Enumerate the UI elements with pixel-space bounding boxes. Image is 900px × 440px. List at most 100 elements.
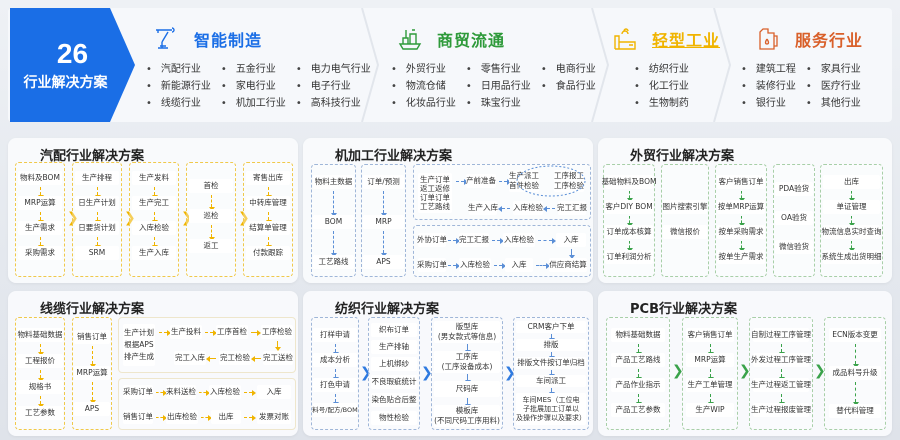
process-step[interactable]: 中转库管理 xyxy=(246,196,290,210)
process-step[interactable]: 客户销售订单 xyxy=(717,175,765,189)
panel-textile-solution[interactable]: 纺织行业解决方案 打样申请 成本分析 打色申请 料号/配方/BOM ❯ 织布订单… xyxy=(303,291,593,436)
process-step[interactable]: 工艺路线 xyxy=(313,255,354,269)
process-step[interactable]: 付款跟踪 xyxy=(246,246,290,260)
category-service-industry[interactable]: 服务行业 建筑工程 装修行业 银行业 家具行业 医疗行业 其他行业 xyxy=(735,8,890,122)
category-light-industry[interactable]: 轻型工业 纺织行业 化工行业 生物制药 xyxy=(608,8,723,122)
industry-item[interactable]: 机加工行业 xyxy=(221,94,286,111)
process-step[interactable]: 首检 xyxy=(189,179,233,193)
process-step[interactable]: 不良瑕疵统计 xyxy=(371,375,417,389)
process-step[interactable]: 采购订单 xyxy=(123,385,153,399)
process-step[interactable]: 排版 xyxy=(516,339,586,351)
industry-item[interactable]: 高科技行业 xyxy=(296,94,371,111)
process-step[interactable]: 生产发料 xyxy=(132,171,176,185)
process-step[interactable]: 入库检验 xyxy=(209,385,241,399)
industry-item[interactable]: 家电行业 xyxy=(221,77,286,94)
process-step[interactable]: 生产完工 xyxy=(132,196,176,210)
process-step[interactable]: CRM客户下单 xyxy=(516,321,586,333)
process-step[interactable]: BOM xyxy=(313,215,354,229)
process-step[interactable]: 生产派工 首件检验 xyxy=(509,170,539,192)
process-step[interactable]: 生产入库 xyxy=(132,246,176,260)
process-step-group[interactable]: 生产计划 根据APS 排产生成 xyxy=(123,324,155,366)
process-step[interactable]: 物料基础数据 xyxy=(17,328,63,342)
process-step[interactable]: 物料及BOM xyxy=(18,171,62,185)
process-step[interactable]: 规格书 xyxy=(17,380,63,394)
industry-item[interactable]: 电子行业 xyxy=(296,77,371,94)
process-step[interactable]: 产品工艺参数 xyxy=(611,403,665,417)
process-step[interactable]: 客户DIY BOM xyxy=(605,200,653,214)
process-step[interactable]: 寄售出库 xyxy=(246,171,290,185)
process-step[interactable]: 按单MRP运算 xyxy=(717,200,765,214)
process-step[interactable]: 生产排程 xyxy=(75,171,119,185)
industry-item[interactable]: 电力电气行业 xyxy=(296,60,371,77)
process-step[interactable]: 订单/预测 xyxy=(363,175,404,189)
process-step[interactable]: 出库 xyxy=(211,410,241,424)
industry-item[interactable]: 零售行业 xyxy=(466,60,531,77)
process-step[interactable]: 成本分析 xyxy=(313,353,357,367)
process-step[interactable]: 工序首检 xyxy=(216,325,248,339)
category-trade-circulation[interactable]: 商贸流通 外贸行业 物流仓储 化妆品行业 零售行业 日用品行业 珠宝行业 电商行… xyxy=(385,8,600,122)
process-step[interactable]: 生产WIP xyxy=(686,403,734,417)
process-step[interactable]: 销售订单 xyxy=(74,330,110,344)
process-step[interactable]: 物流信息实时查询 xyxy=(822,225,882,239)
process-step[interactable]: 工序库 (工序设备成本) xyxy=(434,351,500,373)
industry-item[interactable]: 建筑工程 xyxy=(741,60,796,77)
process-step[interactable]: PDA验货 xyxy=(775,182,813,196)
process-step[interactable]: 打样申请 xyxy=(313,328,357,342)
process-step[interactable]: MRP xyxy=(363,215,404,229)
process-step[interactable]: 图片搜索引擎 xyxy=(663,200,708,214)
process-step[interactable]: 完工入库 xyxy=(174,351,206,365)
process-step[interactable]: 采购需求 xyxy=(18,246,62,260)
industry-item[interactable]: 化妆品行业 xyxy=(391,94,456,111)
process-step[interactable]: 按单采购需求 xyxy=(717,225,765,239)
process-step[interactable]: 入库 xyxy=(556,233,586,247)
process-step[interactable]: 完工检验 xyxy=(219,351,251,365)
panel-foreign-trade-solution[interactable]: 外贸行业解决方案 基础物料及BOM 客户DIY BOM 订单成本核算 订单利润分… xyxy=(598,138,892,283)
process-step[interactable]: 车间MES（工位电 子批展加工订单以 及操作步骤以及要求） xyxy=(516,393,586,425)
process-step[interactable]: 单证管理 xyxy=(823,200,880,214)
process-step[interactable]: 完工汇报 xyxy=(459,233,489,247)
process-step[interactable]: 发票对账 xyxy=(257,410,291,424)
process-step[interactable]: 车间派工 xyxy=(516,375,586,387)
process-step[interactable]: 订单成本核算 xyxy=(605,225,653,239)
process-step[interactable]: 外发过程工序管理 xyxy=(751,353,811,367)
process-step[interactable]: 生产工单管理 xyxy=(686,378,734,392)
process-step[interactable]: 版型库 (男女款式等信息) xyxy=(434,321,500,343)
industry-item[interactable]: 日用品行业 xyxy=(466,77,531,94)
process-step[interactable]: ECN版本变更 xyxy=(829,328,881,342)
process-step[interactable]: 出库 xyxy=(823,175,880,189)
industry-item[interactable]: 纺织行业 xyxy=(634,60,689,77)
industry-item[interactable]: 食品行业 xyxy=(541,77,596,94)
industry-item[interactable]: 家具行业 xyxy=(806,60,861,77)
industry-item[interactable]: 电商行业 xyxy=(541,60,596,77)
process-step-group[interactable]: 生产订单 返工返修 订单订单 工艺路线 xyxy=(418,173,452,213)
industry-item[interactable]: 外贸行业 xyxy=(391,60,456,77)
industry-item[interactable]: 银行业 xyxy=(741,94,796,111)
process-step[interactable]: 来料送检 xyxy=(166,385,196,399)
process-step[interactable]: 入库检验 xyxy=(132,221,176,235)
industry-item[interactable]: 珠宝行业 xyxy=(466,94,531,111)
process-step[interactable]: 模板库 (不同尺码工序用料) xyxy=(434,405,500,427)
process-step[interactable]: 客户销售订单 xyxy=(686,328,734,342)
process-step[interactable]: 产品作业指示 xyxy=(611,378,665,392)
process-step[interactable]: 织布订单 xyxy=(371,323,417,337)
process-step[interactable]: OA验货 xyxy=(775,211,813,225)
industry-item[interactable]: 汽配行业 xyxy=(146,60,211,77)
process-step[interactable]: 产前准备 xyxy=(466,174,496,188)
process-step[interactable]: 排版文件按订单归档 xyxy=(516,357,586,369)
process-step[interactable]: APS xyxy=(74,402,110,416)
industry-item[interactable]: 生物制药 xyxy=(634,94,689,111)
process-step[interactable]: 生产排轴 xyxy=(371,340,417,354)
process-step[interactable]: APS xyxy=(363,255,404,269)
panel-machining-solution[interactable]: 机加工行业解决方案 物料主数据 BOM 工艺路线 订单/预测 MRP APS 生… xyxy=(303,138,593,283)
process-step[interactable]: 生产过程返工管理 xyxy=(751,378,811,392)
process-step[interactable]: 完工送检 xyxy=(263,351,293,365)
process-step[interactable]: 工序检验 xyxy=(261,325,293,339)
process-step[interactable]: MRP运算 xyxy=(18,196,62,210)
process-step[interactable]: 完工汇报 xyxy=(557,201,587,215)
process-step[interactable]: MRP运算 xyxy=(686,353,734,367)
industry-item[interactable]: 其他行业 xyxy=(806,94,861,111)
process-step[interactable]: 产品工艺路线 xyxy=(611,353,665,367)
process-step[interactable]: 尺码库 xyxy=(434,381,500,397)
industry-item[interactable]: 化工行业 xyxy=(634,77,689,94)
process-step[interactable]: 上机绑纱 xyxy=(371,357,417,371)
